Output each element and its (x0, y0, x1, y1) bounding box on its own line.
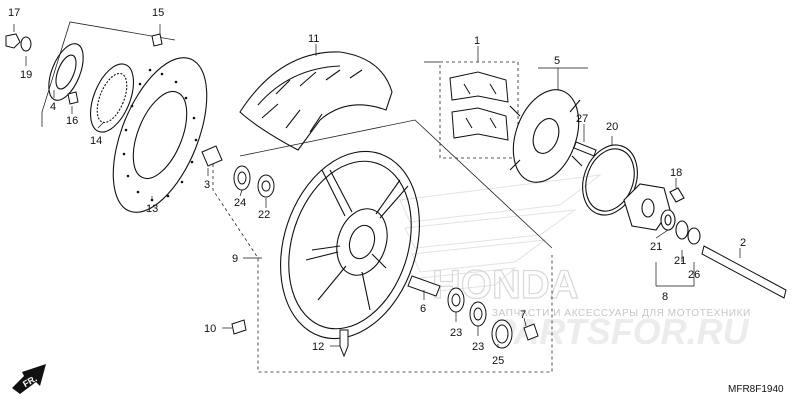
group-box-disc (41, 21, 176, 127)
callouts: 17 19 15 4 16 14 13 3 24 22 9 11 10 12 1… (8, 7, 746, 367)
group-box-hub (212, 158, 553, 373)
callout-5: 5 (554, 55, 560, 67)
callout-26: 26 (688, 269, 700, 281)
wheel (280, 150, 420, 340)
stud-27 (573, 141, 597, 157)
callout-13: 13 (146, 203, 158, 215)
callout-21b: 21 (674, 255, 686, 267)
callout-12: 12 (312, 341, 324, 353)
watermark-text: ЗАПЧАСТИ И АКСЕССУАРЫ ДЛЯ МОТОТЕХНИКИ (492, 308, 751, 319)
callout-2: 2 (740, 237, 746, 249)
callout-18: 18 (670, 167, 682, 179)
direction-arrow: FR. (12, 364, 46, 394)
callout-23b: 23 (472, 341, 484, 353)
callout-9: 9 (232, 253, 238, 265)
weight-10 (231, 319, 247, 335)
callout-8: 8 (662, 291, 668, 303)
pulser-ring (89, 63, 135, 133)
valve-12 (339, 329, 349, 358)
axle-2 (701, 245, 787, 299)
disc-cover (48, 43, 84, 101)
callout-27: 27 (576, 113, 588, 125)
callout-22: 22 (258, 209, 270, 221)
bracket-assembly (623, 183, 701, 245)
callout-6: 6 (420, 303, 426, 315)
brake-disc (112, 57, 208, 213)
callout-24: 24 (234, 197, 246, 209)
fasteners-left (5, 33, 163, 105)
callout-17: 17 (8, 7, 20, 19)
callout-19: 19 (20, 69, 32, 81)
callout-14: 14 (90, 135, 102, 147)
callout-1: 1 (474, 35, 480, 47)
bearings-right (447, 287, 539, 349)
washer-19 (20, 36, 32, 52)
damper-rubbers (449, 71, 509, 141)
bolt-15 (151, 33, 163, 47)
callout-21a: 21 (650, 241, 662, 253)
callout-7: 7 (520, 309, 526, 321)
distance-collar-6 (407, 275, 441, 297)
callout-3: 3 (204, 179, 210, 191)
callout-4: 4 (50, 101, 56, 113)
callout-11: 11 (308, 33, 319, 45)
leader-lines (13, 24, 741, 348)
tire (239, 51, 393, 151)
leader-hub-top (239, 119, 553, 249)
driven-flange (509, 89, 583, 183)
callout-23a: 23 (450, 327, 462, 339)
bearings-left (233, 165, 275, 198)
callout-10: 10 (204, 323, 216, 335)
callout-25: 25 (492, 355, 504, 367)
collar-3 (201, 145, 223, 167)
diagram-code: MFR8F1940 (728, 384, 784, 395)
bolt-16 (67, 91, 79, 105)
callout-16: 16 (66, 115, 78, 127)
callout-20: 20 (606, 121, 618, 133)
callout-15: 15 (152, 7, 164, 19)
nut-17 (5, 33, 21, 49)
